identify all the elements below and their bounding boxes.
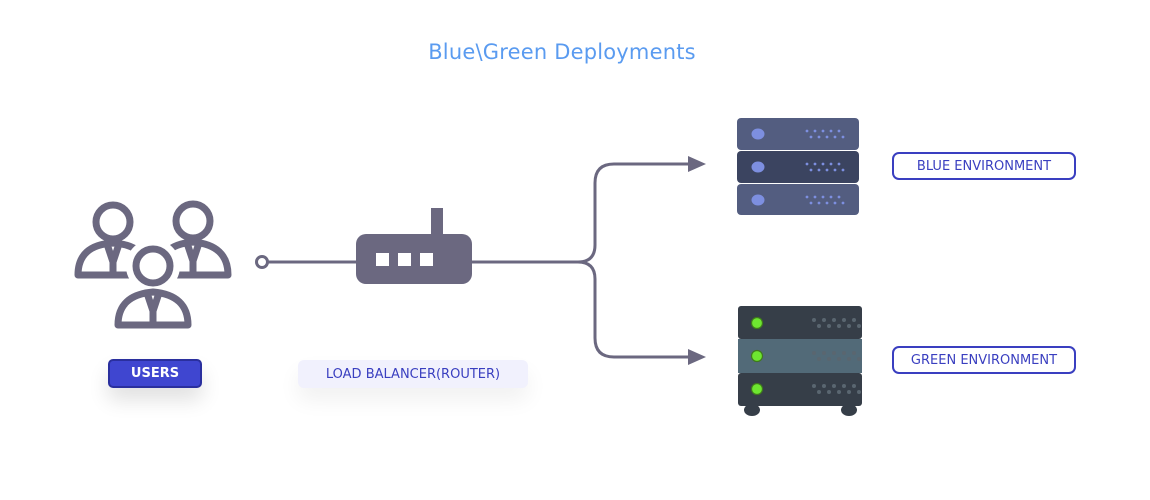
server-vent-dot — [821, 129, 825, 133]
server-stack-green-icon — [738, 306, 862, 416]
server-vent-dot — [805, 195, 809, 199]
server-vent-dot — [837, 324, 841, 328]
server-vent-dot — [822, 384, 826, 388]
server-vent-dot — [841, 201, 845, 205]
server-vent-dot — [847, 390, 851, 394]
server-vent-dot — [833, 168, 837, 172]
server-vent-dot — [833, 201, 837, 205]
server-vent-dot — [827, 390, 831, 394]
server-vent-dot — [817, 168, 821, 172]
server-vent-dot — [812, 318, 816, 322]
server-vent-dot — [857, 390, 861, 394]
router-icon — [356, 208, 472, 284]
server-vent-dot — [852, 318, 856, 322]
server-vent-dot — [829, 195, 833, 199]
server-vent-dot — [829, 129, 833, 133]
server-vent-dot — [837, 162, 841, 166]
server-vent-dot — [812, 351, 816, 355]
server-vent-dot — [847, 357, 851, 361]
server-vent-dot — [821, 162, 825, 166]
server-vent-dot — [809, 201, 813, 205]
server-vent-dot — [813, 129, 817, 133]
users-label: USERS — [108, 359, 202, 388]
server-vent-dot — [852, 384, 856, 388]
server-stack-blue-icon — [737, 118, 859, 215]
server-vent-dot — [809, 168, 813, 172]
server-vent-dot — [822, 351, 826, 355]
server-vent-dot — [832, 351, 836, 355]
server-vent-dot — [825, 168, 829, 172]
server-vent-dot — [829, 162, 833, 166]
server-vent-dot — [841, 135, 845, 139]
server-vent-dot — [822, 318, 826, 322]
diagram-title: Blue\Green Deployments — [428, 40, 696, 64]
server-vent-dot — [821, 195, 825, 199]
user-person-front-icon — [107, 239, 199, 333]
server-vent-dot — [842, 318, 846, 322]
server-vent-dot — [817, 390, 821, 394]
server-vent-dot — [837, 129, 841, 133]
load-balancer-label: LOAD BALANCER(ROUTER) — [298, 360, 528, 388]
server-vent-dot — [827, 357, 831, 361]
server-vent-dot — [817, 357, 821, 361]
server-vent-dot — [812, 384, 816, 388]
server-vent-dot — [809, 135, 813, 139]
server-vent-dot — [817, 135, 821, 139]
edge-load-balancer-branch — [472, 162, 690, 359]
green-environment-label: GREEN ENVIRONMENT — [892, 346, 1076, 374]
server-vent-dot — [813, 195, 817, 199]
server-vent-dot — [825, 135, 829, 139]
server-vent-dot — [817, 201, 821, 205]
server-vent-dot — [847, 324, 851, 328]
server-vent-dot — [805, 129, 809, 133]
server-vent-dot — [825, 201, 829, 205]
arrow-head-blue — [688, 156, 706, 172]
server-vent-dot — [837, 195, 841, 199]
arrow-head-green — [688, 349, 706, 365]
server-vent-dot — [832, 318, 836, 322]
server-vent-dot — [841, 168, 845, 172]
server-vent-dot — [842, 384, 846, 388]
server-vent-dot — [837, 357, 841, 361]
edge-users-to-load-balancer — [255, 255, 358, 269]
server-vent-dot — [857, 324, 861, 328]
server-vent-dot — [842, 351, 846, 355]
server-vent-dot — [833, 135, 837, 139]
edge-to-green-environment — [577, 260, 690, 359]
server-vent-dot — [837, 390, 841, 394]
server-vent-dot — [813, 162, 817, 166]
server-vent-dot — [857, 357, 861, 361]
users-group-icon — [74, 200, 232, 333]
server-vent-dot — [827, 324, 831, 328]
server-vent-dot — [817, 324, 821, 328]
server-vent-dot — [805, 162, 809, 166]
blue-environment-label: BLUE ENVIRONMENT — [892, 152, 1076, 180]
server-vent-dot — [852, 351, 856, 355]
server-vent-dot — [832, 384, 836, 388]
edge-to-blue-environment — [577, 162, 690, 264]
